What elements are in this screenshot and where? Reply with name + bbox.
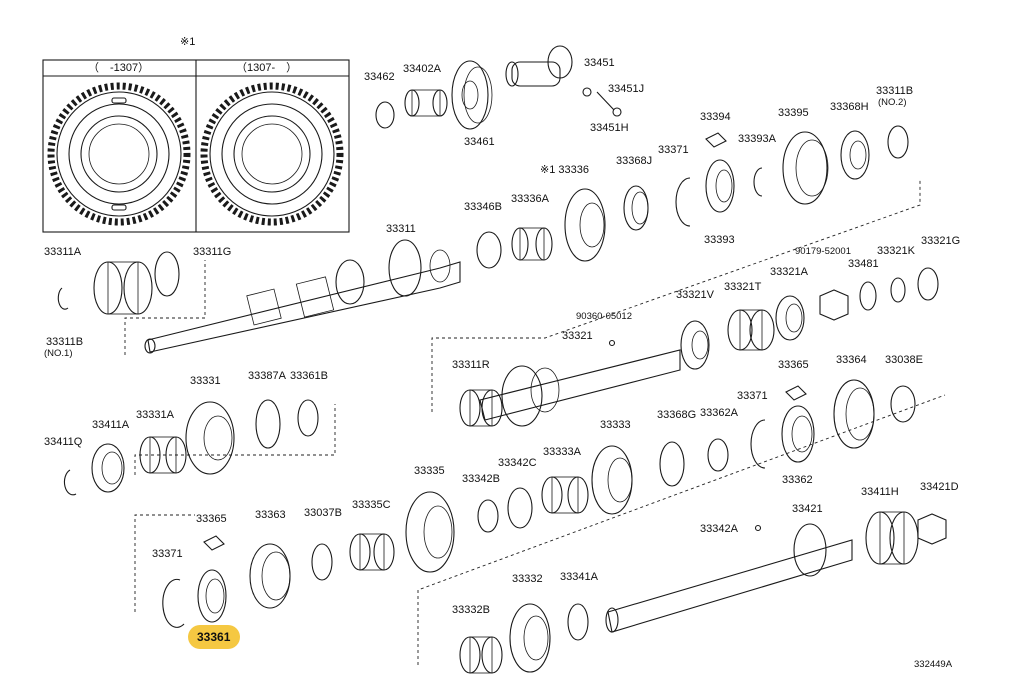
label-33365-left[interactable]: 33365 <box>196 513 227 525</box>
label-33342A[interactable]: 33342A <box>700 523 739 535</box>
label-33364[interactable]: 33364 <box>836 354 867 366</box>
label-33393[interactable]: 33393 <box>704 234 735 246</box>
label-33321K[interactable]: 33321K <box>877 245 916 257</box>
label-33037B[interactable]: 33037B <box>304 507 342 519</box>
inset-right-header: （1307- ） <box>236 61 297 74</box>
label-33341A[interactable]: 33341A <box>560 571 599 583</box>
label-33402A[interactable]: 33402A <box>403 63 442 75</box>
inset-left-header: （ -1307） <box>88 61 149 74</box>
label-no2: (NO.2) <box>878 97 907 108</box>
label-33321G[interactable]: 33321G <box>921 235 960 247</box>
label-33365-right[interactable]: 33365 <box>778 359 809 371</box>
label-33451J[interactable]: 33451J <box>608 83 644 95</box>
label-33394[interactable]: 33394 <box>700 111 731 123</box>
label-33321V[interactable]: 33321V <box>676 289 715 301</box>
row-top-parts <box>375 45 909 269</box>
label-33331[interactable]: 33331 <box>190 375 221 387</box>
label-33411A[interactable]: 33411A <box>92 419 130 431</box>
label-33451[interactable]: 33451 <box>584 57 615 69</box>
label-33336[interactable]: ※1 33336 <box>540 164 589 176</box>
label-90179-52001[interactable]: 90179-52001 <box>795 246 851 257</box>
label-33311G[interactable]: 33311G <box>193 246 231 258</box>
label-33371-left[interactable]: 33371 <box>152 548 183 560</box>
synchro-ring-left <box>47 82 191 226</box>
label-33362A[interactable]: 33362A <box>700 407 739 419</box>
label-33311B-no1[interactable]: 33311B <box>46 336 83 348</box>
label-33451H[interactable]: 33451H <box>590 122 629 134</box>
label-33335C[interactable]: 33335C <box>352 499 391 511</box>
label-33462[interactable]: 33462 <box>364 71 395 83</box>
label-33336A[interactable]: 33336A <box>511 193 550 205</box>
row-three-parts <box>63 379 916 515</box>
label-no1: (NO.1) <box>44 348 73 359</box>
input-shaft-assembly <box>57 239 461 354</box>
label-33395[interactable]: 33395 <box>778 107 809 119</box>
label-33321A[interactable]: 33321A <box>770 266 809 278</box>
label-33333[interactable]: 33333 <box>600 419 631 431</box>
label-33421[interactable]: 33421 <box>792 503 823 515</box>
label-90360-05012[interactable]: 90360-05012 <box>576 311 632 322</box>
note-marker: ※1 <box>180 36 195 48</box>
label-33368G[interactable]: 33368G <box>657 409 696 421</box>
label-33411Q[interactable]: 33411Q <box>44 436 83 448</box>
label-33332B[interactable]: 33332B <box>452 604 490 616</box>
label-33311R[interactable]: 33311R <box>452 359 490 371</box>
label-33368H[interactable]: 33368H <box>830 101 869 113</box>
label-33461[interactable]: 33461 <box>464 136 495 148</box>
diagram-id: 332449A <box>914 659 953 670</box>
synchro-ring-right <box>200 82 344 226</box>
output-shaft-upper <box>459 267 939 427</box>
label-33342C[interactable]: 33342C <box>498 457 537 469</box>
label-33342B[interactable]: 33342B <box>462 473 500 485</box>
label-33331A[interactable]: 33331A <box>136 409 175 421</box>
label-33332[interactable]: 33332 <box>512 573 543 585</box>
label-33411H[interactable]: 33411H <box>861 486 899 498</box>
label-33387A[interactable]: 33387A <box>248 370 287 382</box>
highlighted-part-33361[interactable]: 33361 <box>188 625 240 649</box>
label-33333A[interactable]: 33333A <box>543 446 582 458</box>
label-33393A[interactable]: 33393A <box>738 133 777 145</box>
label-33346B[interactable]: 33346B <box>464 201 502 213</box>
inset-box: ※1 （ -1307） （1307- ） <box>42 36 350 233</box>
label-33361B[interactable]: 33361B <box>290 370 328 382</box>
label-33321[interactable]: 33321 <box>562 330 593 342</box>
label-33311B-no2[interactable]: 33311B <box>876 85 913 97</box>
label-33321T[interactable]: 33321T <box>724 281 762 293</box>
label-33038E[interactable]: 33038E <box>885 354 923 366</box>
row-four-parts <box>162 476 947 674</box>
label-33371-top[interactable]: 33371 <box>658 144 689 156</box>
label-33311A[interactable]: 33311A <box>44 246 82 258</box>
label-33335[interactable]: 33335 <box>414 465 445 477</box>
part-labels: 33462 33402A 33461 33451 33451J 33451H 3… <box>44 57 960 670</box>
label-33371-mid[interactable]: 33371 <box>737 390 768 402</box>
label-33368J[interactable]: 33368J <box>616 155 652 167</box>
label-33363[interactable]: 33363 <box>255 509 286 521</box>
label-33311[interactable]: 33311 <box>386 223 416 235</box>
label-33481[interactable]: 33481 <box>848 258 879 270</box>
label-33421D[interactable]: 33421D <box>920 481 959 493</box>
label-33362[interactable]: 33362 <box>782 474 813 486</box>
label-33361[interactable]: 33361 <box>197 630 231 644</box>
